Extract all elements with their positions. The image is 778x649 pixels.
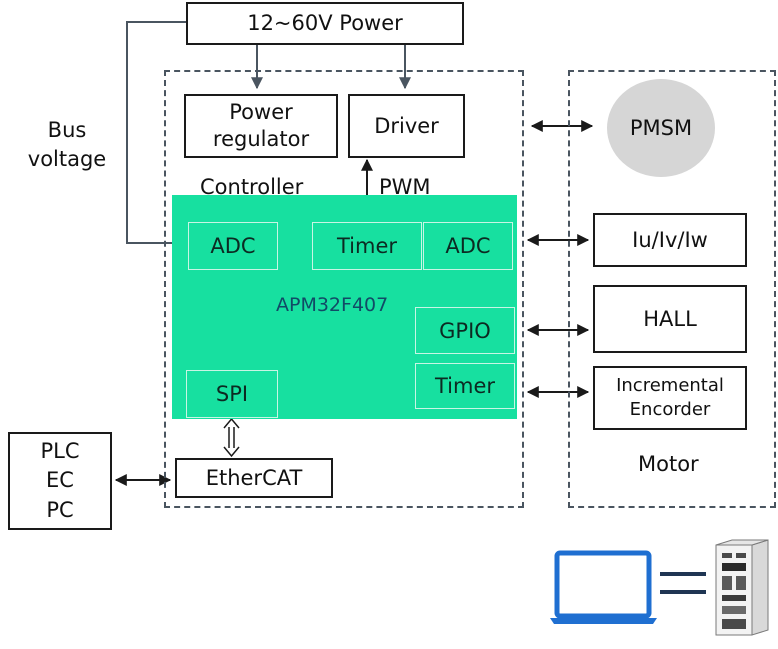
spi-ethercat-arrow xyxy=(223,417,240,458)
power-supply-box: 12~60V Power xyxy=(186,2,464,45)
mcu-gpio: GPIO xyxy=(415,307,515,354)
laptop-icon xyxy=(550,550,657,624)
mcu-adc-right-label: ADC xyxy=(445,234,491,258)
bus-voltage-line xyxy=(126,21,188,249)
host-box: PLC EC PC xyxy=(8,432,112,530)
mcu-timer-right: Timer xyxy=(415,363,515,409)
servo-drive-icon xyxy=(715,539,769,636)
bus-voltage-label: Bus voltage xyxy=(27,118,107,172)
mcu-gpio-label: GPIO xyxy=(439,318,491,343)
encoder-box: Incremental Encorder xyxy=(593,366,747,430)
hall-label: HALL xyxy=(643,306,697,331)
mcu-timer-top-label: Timer xyxy=(336,234,398,258)
mcu-spi-label: SPI xyxy=(215,382,249,406)
mcu-name: APM32F407 xyxy=(276,294,389,316)
pmsm-circle: PMSM xyxy=(607,79,715,177)
controller-frame xyxy=(164,70,524,508)
mcu-adc-left-label: ADC xyxy=(210,234,256,258)
mcu-adc-right: ADC xyxy=(423,222,513,270)
power-regulator-label: Power regulator xyxy=(212,99,310,151)
ethercat-box: EtherCAT xyxy=(175,458,333,498)
current-sense-label: Iu/Iv/Iw xyxy=(632,227,708,252)
hall-box: HALL xyxy=(593,285,747,353)
mcu-spi: SPI xyxy=(186,370,278,418)
power-supply-label: 12~60V Power xyxy=(247,11,403,36)
host-label: PLC EC PC xyxy=(40,438,80,522)
current-sense-box: Iu/Iv/Iw xyxy=(593,213,747,267)
encoder-label: Incremental Encorder xyxy=(616,374,724,420)
mcu-timer-right-label: Timer xyxy=(434,374,496,398)
mcu-timer-top: Timer xyxy=(312,222,422,270)
power-regulator-box: Power regulator xyxy=(184,94,338,158)
motor-frame xyxy=(568,70,776,508)
mcu-adc-left: ADC xyxy=(188,222,278,270)
driver-box: Driver xyxy=(348,94,465,158)
driver-label: Driver xyxy=(374,113,439,138)
pmsm-label: PMSM xyxy=(629,116,693,140)
motor-label: Motor xyxy=(638,452,699,476)
ethercat-label: EtherCAT xyxy=(205,465,303,490)
